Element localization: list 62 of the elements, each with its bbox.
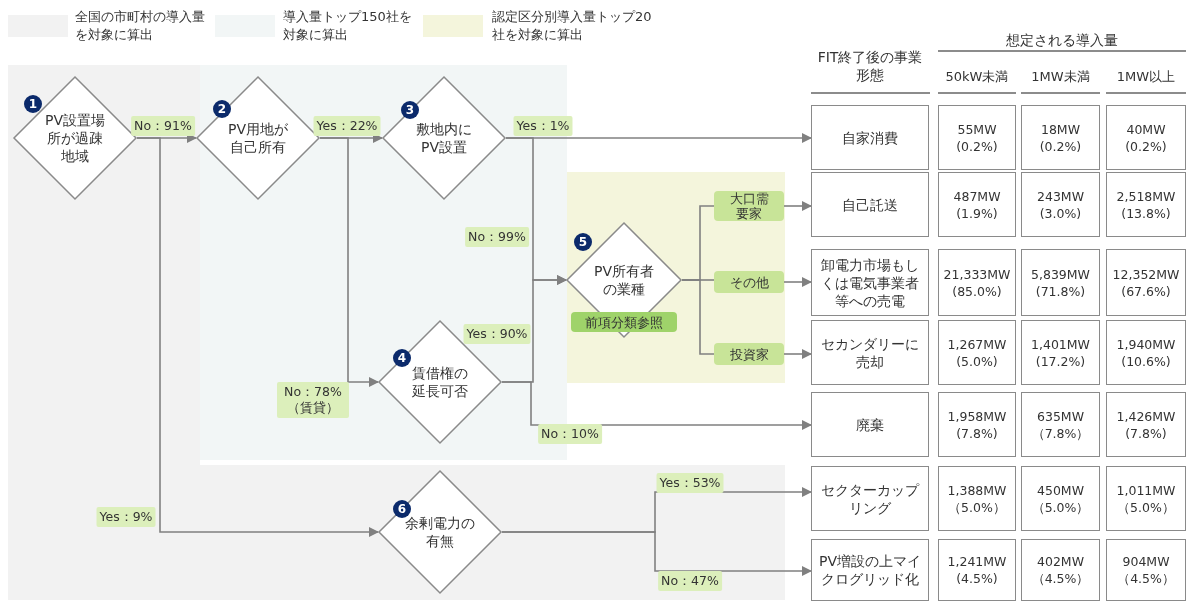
reference-tag: 前項分類参照 [571, 312, 677, 332]
arrow [136, 137, 379, 537]
outcome-box: PV増設の上マイクログリッド化 [811, 539, 929, 601]
value-cell: 1,267MW (5.0%) [938, 320, 1016, 385]
edge-label: No：47% [658, 571, 722, 591]
legend-text: 全国の市町村の導入量を対象に算出 [75, 8, 205, 44]
decision-text: PV設置場所が過疎地域 [44, 111, 106, 165]
value-cell: 2,518MW (13.8%) [1106, 172, 1186, 237]
category-tag: その他 [714, 271, 784, 293]
outcome-box: 卸電力市場もしくは電気事業者等への売電 [811, 249, 929, 316]
decision-text: 敷地内にPV設置 [415, 120, 473, 156]
value-cell: 1,401MW (17.2%) [1021, 320, 1100, 385]
column-header: 50kW未満 [944, 68, 1010, 86]
legend-text: 認定区分別導入量トップ20社を対象に算出 [492, 8, 652, 44]
edge-label: No：10% [538, 424, 602, 444]
value-cell: 904MW （4.5%） [1106, 539, 1186, 601]
decision-text: PV用地が自己所有 [227, 120, 289, 156]
connector-line [681, 279, 715, 355]
arrow [783, 277, 812, 287]
value-cell: 402MW （4.5%） [1021, 539, 1100, 601]
edge-label: No：99% [465, 227, 529, 247]
value-cell: 1,388MW （5.0%） [938, 466, 1016, 531]
edge-label: Yes：22% [313, 116, 381, 136]
value-cell: 55MW (0.2%) [938, 105, 1016, 170]
outcome-box: 自家消費 [811, 105, 929, 170]
outcome-box: セカンダリーに売却 [811, 320, 929, 385]
value-cell: 635MW （7.8%） [1021, 392, 1100, 457]
outcome-box: セクターカップリング [811, 466, 929, 531]
column-header: FIT終了後の事業形態 [816, 48, 924, 84]
value-cell: 21,333MW (85.0%) [938, 249, 1016, 316]
arrow [501, 531, 812, 576]
arrow [783, 349, 812, 359]
outcome-box: 廃棄 [811, 392, 929, 457]
value-cell: 487MW (1.9%) [938, 172, 1016, 237]
edge-label: No：91% [131, 116, 195, 136]
column-header: 1MW以上 [1115, 68, 1177, 86]
value-cell: 1,241MW (4.5%) [938, 539, 1016, 601]
edge-label: Yes：1% [513, 116, 573, 136]
value-cell: 5,839MW (71.8%) [1021, 249, 1100, 316]
decision-text: 賃借権の延長可否 [411, 364, 469, 400]
outcome-box: 自己託送 [811, 172, 929, 237]
value-cell: 12,352MW (67.6%) [1106, 249, 1186, 316]
value-cell: 1,958MW (7.8%) [938, 392, 1016, 457]
value-cell: 1,011MW （5.0%） [1106, 466, 1186, 531]
decision-text: PV所有者の業種 [593, 262, 655, 298]
arrow [783, 201, 812, 211]
value-cell: 1,426MW (7.8%) [1106, 392, 1186, 457]
edge-label: Yes：90% [463, 324, 531, 344]
value-cell: 1,940MW (10.6%) [1106, 320, 1186, 385]
value-cell: 243MW (3.0%) [1021, 172, 1100, 237]
arrow [319, 137, 379, 387]
legend-text: 導入量トップ150社を対象に算出 [283, 8, 413, 44]
column-header: 想定される導入量 [1005, 31, 1119, 49]
edge-label: Yes：53% [656, 473, 724, 493]
value-cell: 450MW （5.0%） [1021, 466, 1100, 531]
edge-label: Yes：9% [96, 507, 156, 527]
column-header: 1MW未満 [1030, 68, 1091, 86]
edge-label: No：78% （賃貸） [277, 382, 349, 418]
category-tag: 投資家 [714, 343, 784, 365]
value-cell: 40MW (0.2%) [1106, 105, 1186, 170]
category-tag: 大口需要家 [714, 191, 784, 221]
value-cell: 18MW (0.2%) [1021, 105, 1100, 170]
